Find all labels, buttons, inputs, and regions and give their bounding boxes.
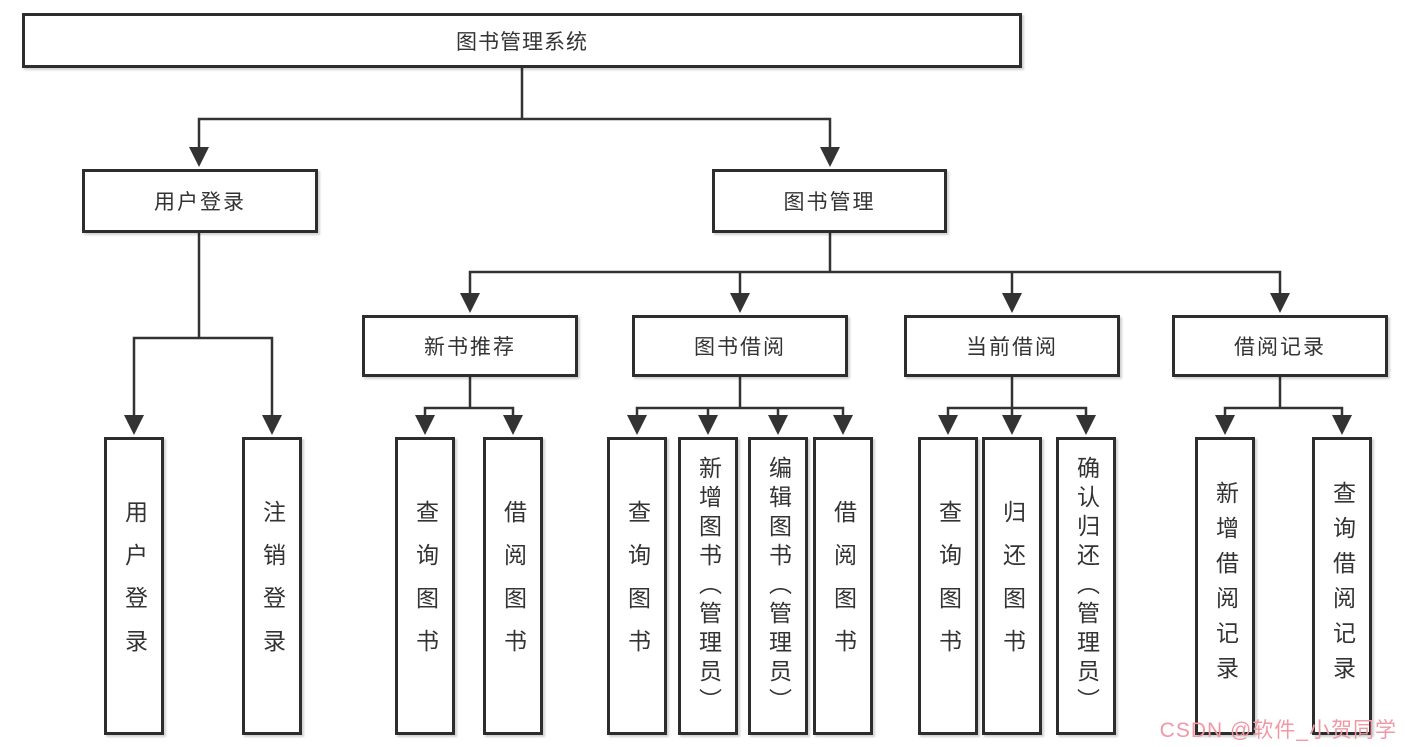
leaf-confirm-return-admin-label: 确认归还（管理员） xyxy=(1073,455,1100,717)
leaf-query-borrow-record: 查询借阅记录 xyxy=(1312,437,1372,735)
leaf-add-borrow-record: 新增借阅记录 xyxy=(1195,437,1255,735)
leaf-query-books-1-label: 查询图书 xyxy=(412,500,439,672)
leaf-borrow-books-1-label: 借阅图书 xyxy=(500,500,527,672)
node-new-book-recommend: 新书推荐 xyxy=(362,315,578,377)
arrowhead xyxy=(189,147,209,167)
arrowhead xyxy=(698,415,718,435)
arrowhead xyxy=(833,415,853,435)
arrowhead xyxy=(1270,293,1290,313)
leaf-edit-books-admin-label: 编辑图书（管理员） xyxy=(765,455,792,717)
leaf-borrow-books-1: 借阅图书 xyxy=(483,437,543,735)
connector-current-borrow-children xyxy=(938,377,1096,435)
arrowhead xyxy=(124,415,144,435)
connector-new-book-children xyxy=(415,377,523,435)
leaf-logout-label: 注销登录 xyxy=(259,500,286,672)
node-current-borrow-label: 当前借阅 xyxy=(966,336,1058,359)
arrowhead xyxy=(460,293,480,313)
leaf-query-borrow-record-label: 查询借阅记录 xyxy=(1329,481,1356,691)
arrowhead xyxy=(415,415,435,435)
leaf-borrow-books-2-label: 借阅图书 xyxy=(830,500,857,672)
csdn-watermark: CSDN @软件_小贺同学 xyxy=(1159,719,1397,742)
arrowhead xyxy=(1002,415,1022,435)
leaf-query-books-1: 查询图书 xyxy=(395,437,455,735)
leaf-query-books-3: 查询图书 xyxy=(918,437,978,735)
leaf-user-login: 用户登录 xyxy=(104,437,164,735)
connector-book-borrow-children xyxy=(627,377,853,435)
leaf-add-borrow-record-label: 新增借阅记录 xyxy=(1212,481,1239,691)
node-root-label: 图书管理系统 xyxy=(456,30,588,54)
arrowhead xyxy=(503,415,523,435)
leaf-confirm-return-admin: 确认归还（管理员） xyxy=(1056,437,1116,735)
leaf-query-books-2-label: 查询图书 xyxy=(624,500,651,672)
arrowhead xyxy=(768,415,788,435)
leaf-query-books-3-label: 查询图书 xyxy=(935,500,962,672)
connector-borrow-records-children xyxy=(1215,377,1352,435)
node-current-borrow: 当前借阅 xyxy=(904,315,1120,377)
leaf-query-books-2: 查询图书 xyxy=(607,437,667,735)
node-user-login: 用户登录 xyxy=(82,169,318,233)
leaf-borrow-books-2: 借阅图书 xyxy=(813,437,873,735)
arrowhead xyxy=(730,293,750,313)
node-borrow-records: 借阅记录 xyxy=(1172,315,1388,377)
leaf-return-books-label: 归还图书 xyxy=(999,500,1026,672)
node-book-borrow: 图书借阅 xyxy=(632,315,848,377)
leaf-return-books: 归还图书 xyxy=(982,437,1042,735)
node-borrow-records-label: 借阅记录 xyxy=(1234,336,1326,359)
connector-root-to-level2 xyxy=(189,68,840,167)
connector-user-login-children xyxy=(124,233,282,435)
arrowhead xyxy=(1002,293,1022,313)
node-user-login-label: 用户登录 xyxy=(154,191,246,214)
arrowhead xyxy=(1076,415,1096,435)
arrowhead xyxy=(1215,415,1235,435)
connector-book-management-children xyxy=(460,233,1290,313)
leaf-add-books-admin-label: 新增图书（管理员） xyxy=(695,455,722,717)
leaf-edit-books-admin: 编辑图书（管理员） xyxy=(748,437,808,735)
node-new-book-recommend-label: 新书推荐 xyxy=(424,336,516,359)
leaf-add-books-admin: 新增图书（管理员） xyxy=(678,437,738,735)
arrowhead xyxy=(938,415,958,435)
node-book-management: 图书管理 xyxy=(712,169,947,233)
node-book-management-label: 图书管理 xyxy=(783,191,876,214)
node-book-borrow-label: 图书借阅 xyxy=(694,336,786,359)
arrowhead xyxy=(820,147,840,167)
leaf-user-login-label: 用户登录 xyxy=(121,500,148,672)
arrowhead xyxy=(262,415,282,435)
arrowhead xyxy=(1332,415,1352,435)
arrowhead xyxy=(627,415,647,435)
node-root: 图书管理系统 xyxy=(22,13,1022,68)
leaf-logout: 注销登录 xyxy=(242,437,302,735)
